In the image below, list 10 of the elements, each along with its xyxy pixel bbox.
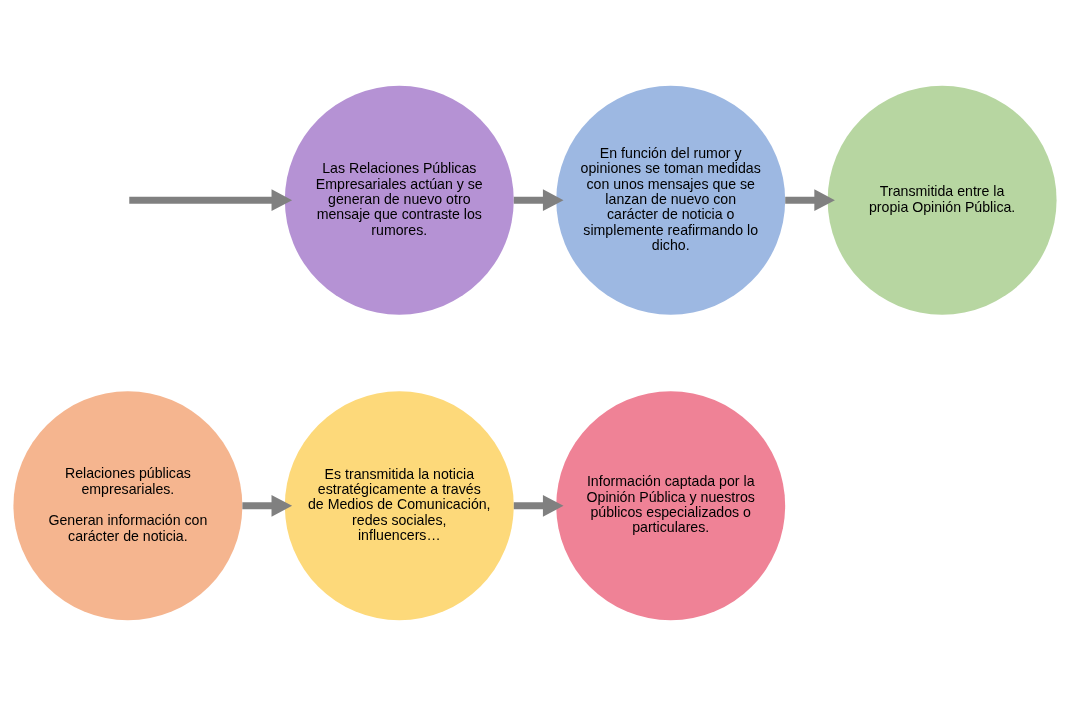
- node-circle: Es transmitida la noticia estratégicamente a través de Medios de Comunicación, redes sociales, influencers…: [284, 391, 514, 621]
- arrow: [785, 189, 835, 211]
- node-circle: Las Relaciones Públicas Empresariales actúan y se generan de nuevo otro mensaje que contraste los rumores.: [284, 85, 514, 315]
- arrow: [513, 189, 564, 211]
- node-circle: En función del rumor y opiniones se toman medidas con unos mensajes que se lanzan de nuevo con carácter de noticia o simplemente reafirmando lo dicho.: [556, 85, 786, 315]
- node-circle: Información captada por la Opinión Pública y nuestros públicos especializados o particulares.: [556, 391, 786, 621]
- arrow: [513, 495, 564, 517]
- node-circle: Transmitida entre la propia Opinión Pública.: [827, 85, 1057, 315]
- arrow: [242, 495, 293, 517]
- node-circle: Relaciones públicas empresariales. Generan información con carácter de noticia.: [13, 391, 243, 621]
